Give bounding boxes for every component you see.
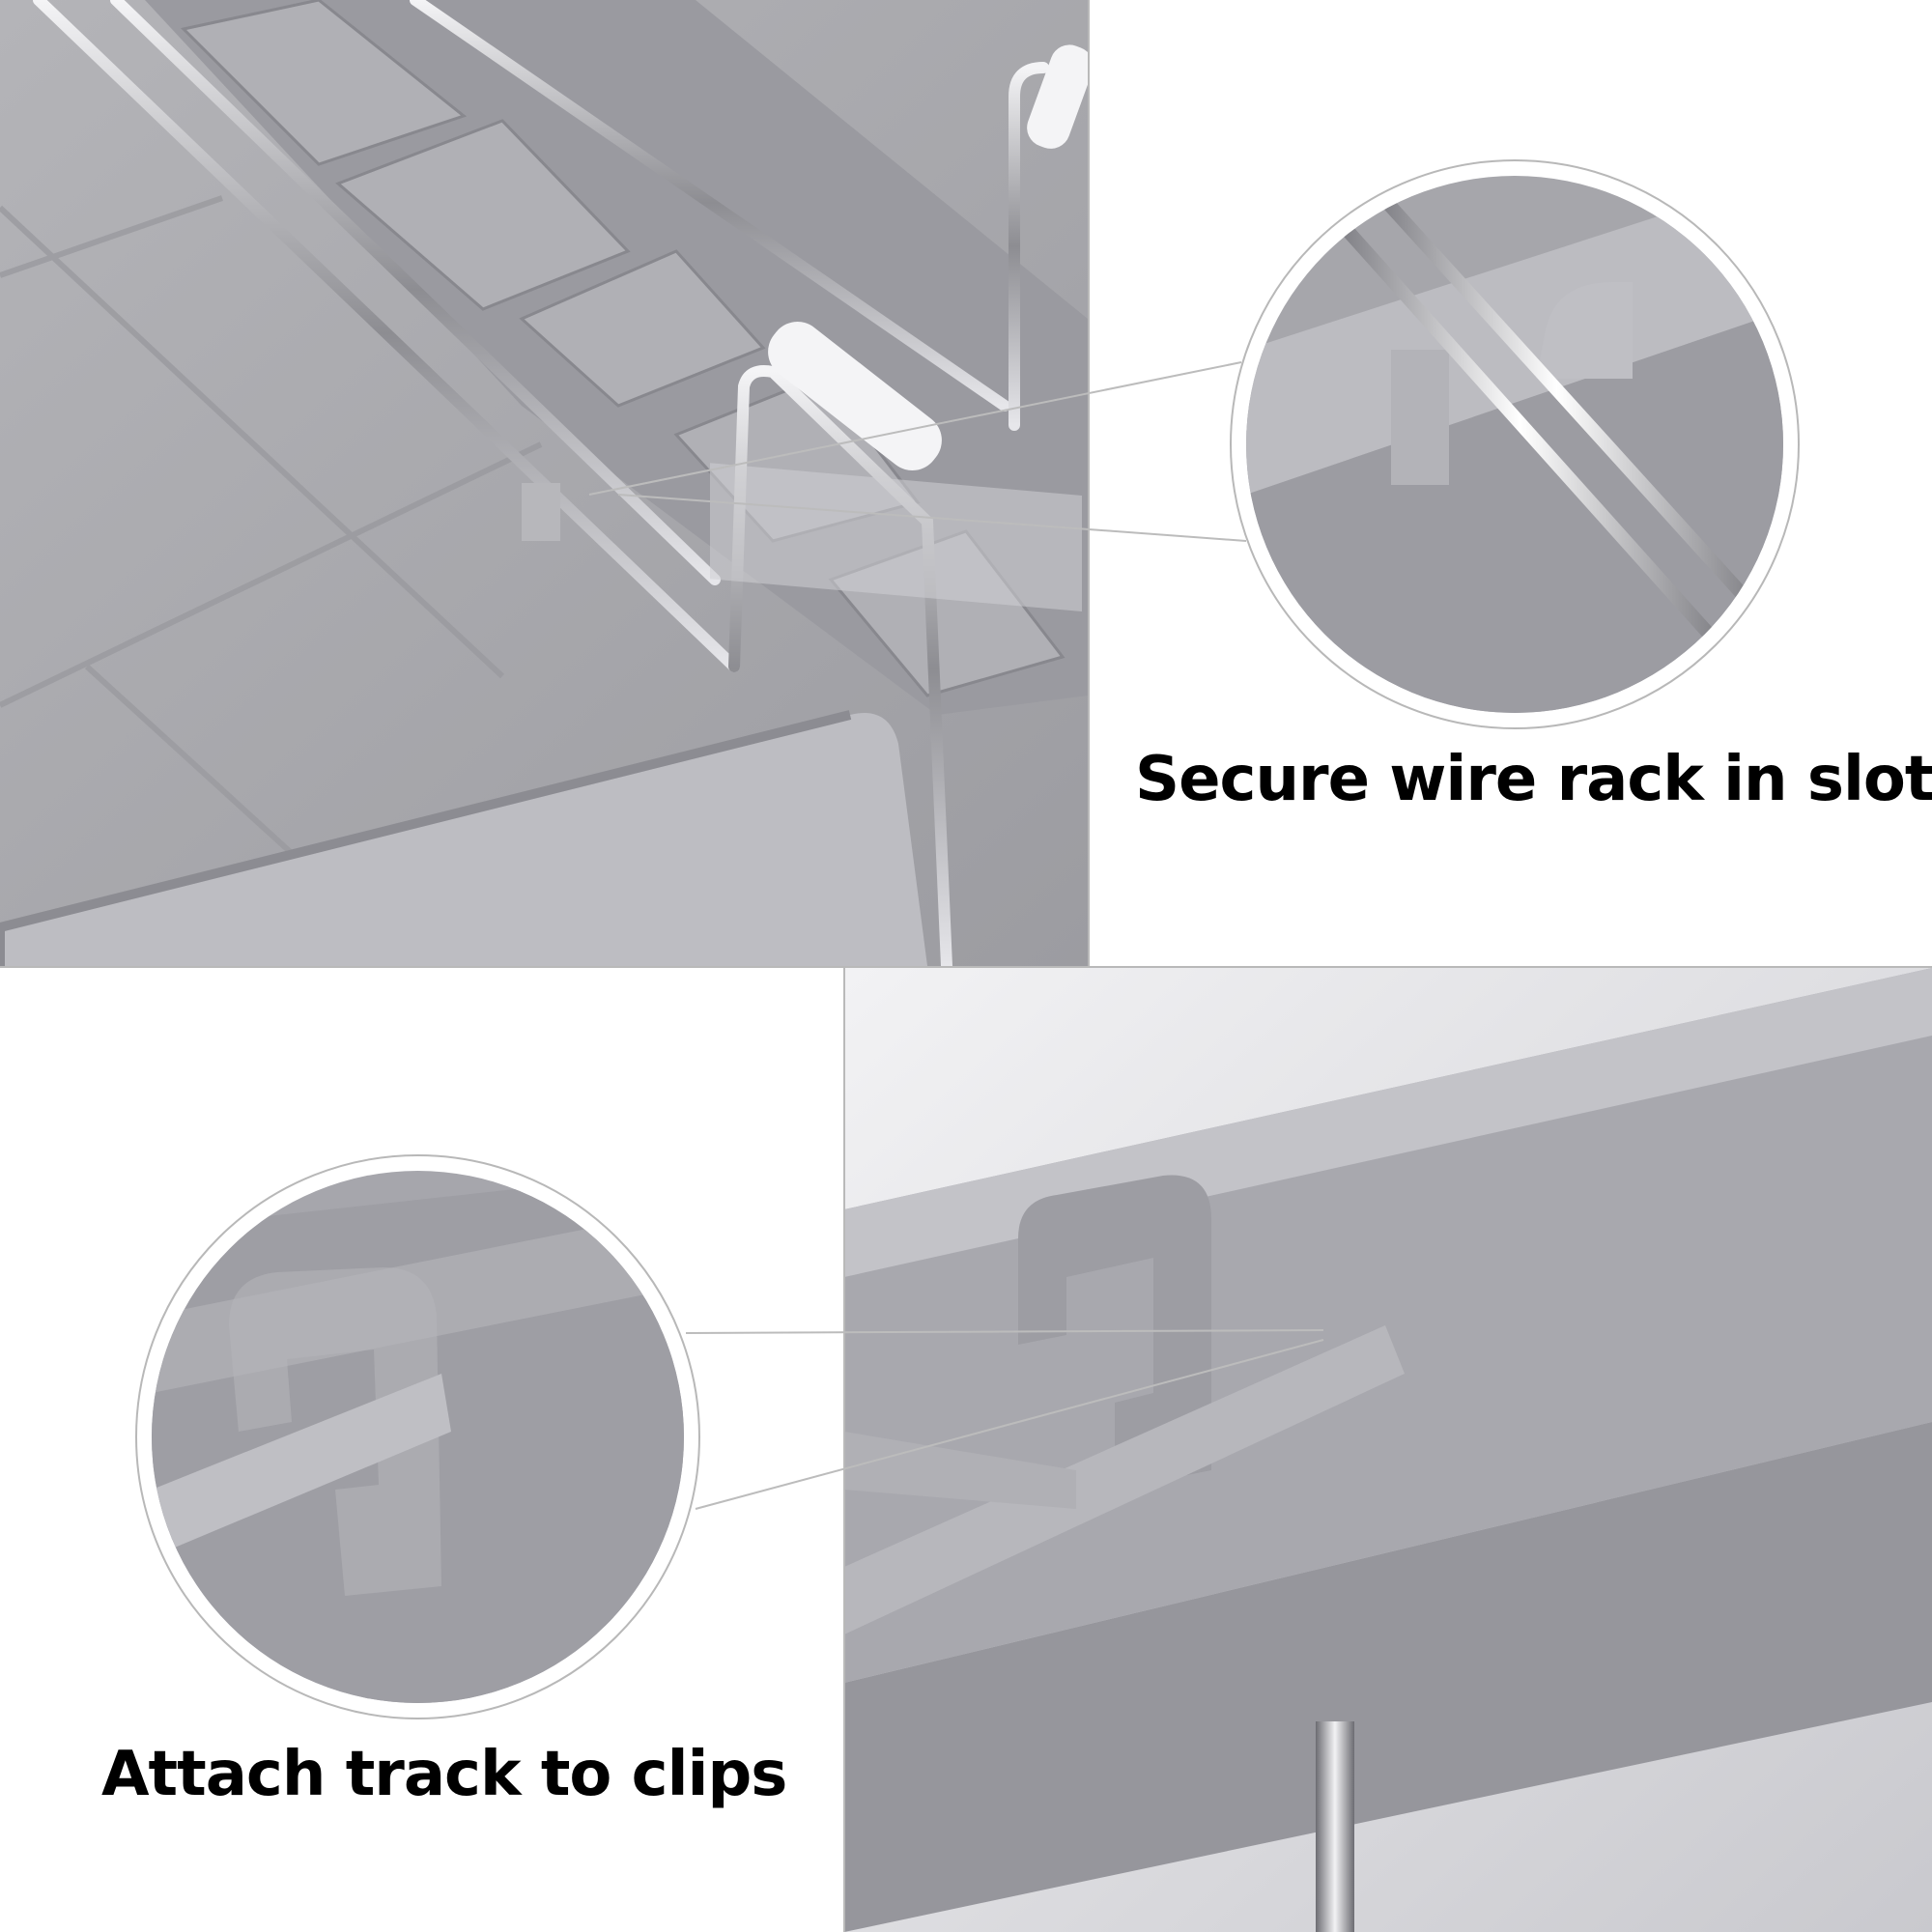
track-clip-illustration — [844, 968, 1932, 1932]
wire-rack-tray-illustration — [0, 0, 1088, 966]
zoom-connector-top — [588, 361, 1247, 542]
zoom-connector-bottom — [685, 1329, 1324, 1510]
panel-divider-top — [1088, 0, 1090, 966]
zoom-ring-top — [1230, 159, 1800, 729]
zoom-detail-track-clip — [152, 1171, 684, 1703]
caption-attach-track: Attach track to clips — [101, 1739, 787, 1810]
panel-divider-bottom — [843, 968, 845, 1932]
caption-secure-wire-rack: Secure wire rack in slot — [1135, 744, 1932, 815]
track-clip-photo — [844, 968, 1932, 1932]
zoom-detail-wire-slot — [1246, 176, 1783, 713]
zoom-ring-bottom — [135, 1154, 700, 1719]
wire-slot-closeup — [1246, 176, 1783, 713]
wire-rack-tray-photo — [0, 0, 1088, 966]
panel-divider-middle — [0, 966, 1932, 968]
track-clip-closeup — [152, 1171, 684, 1703]
